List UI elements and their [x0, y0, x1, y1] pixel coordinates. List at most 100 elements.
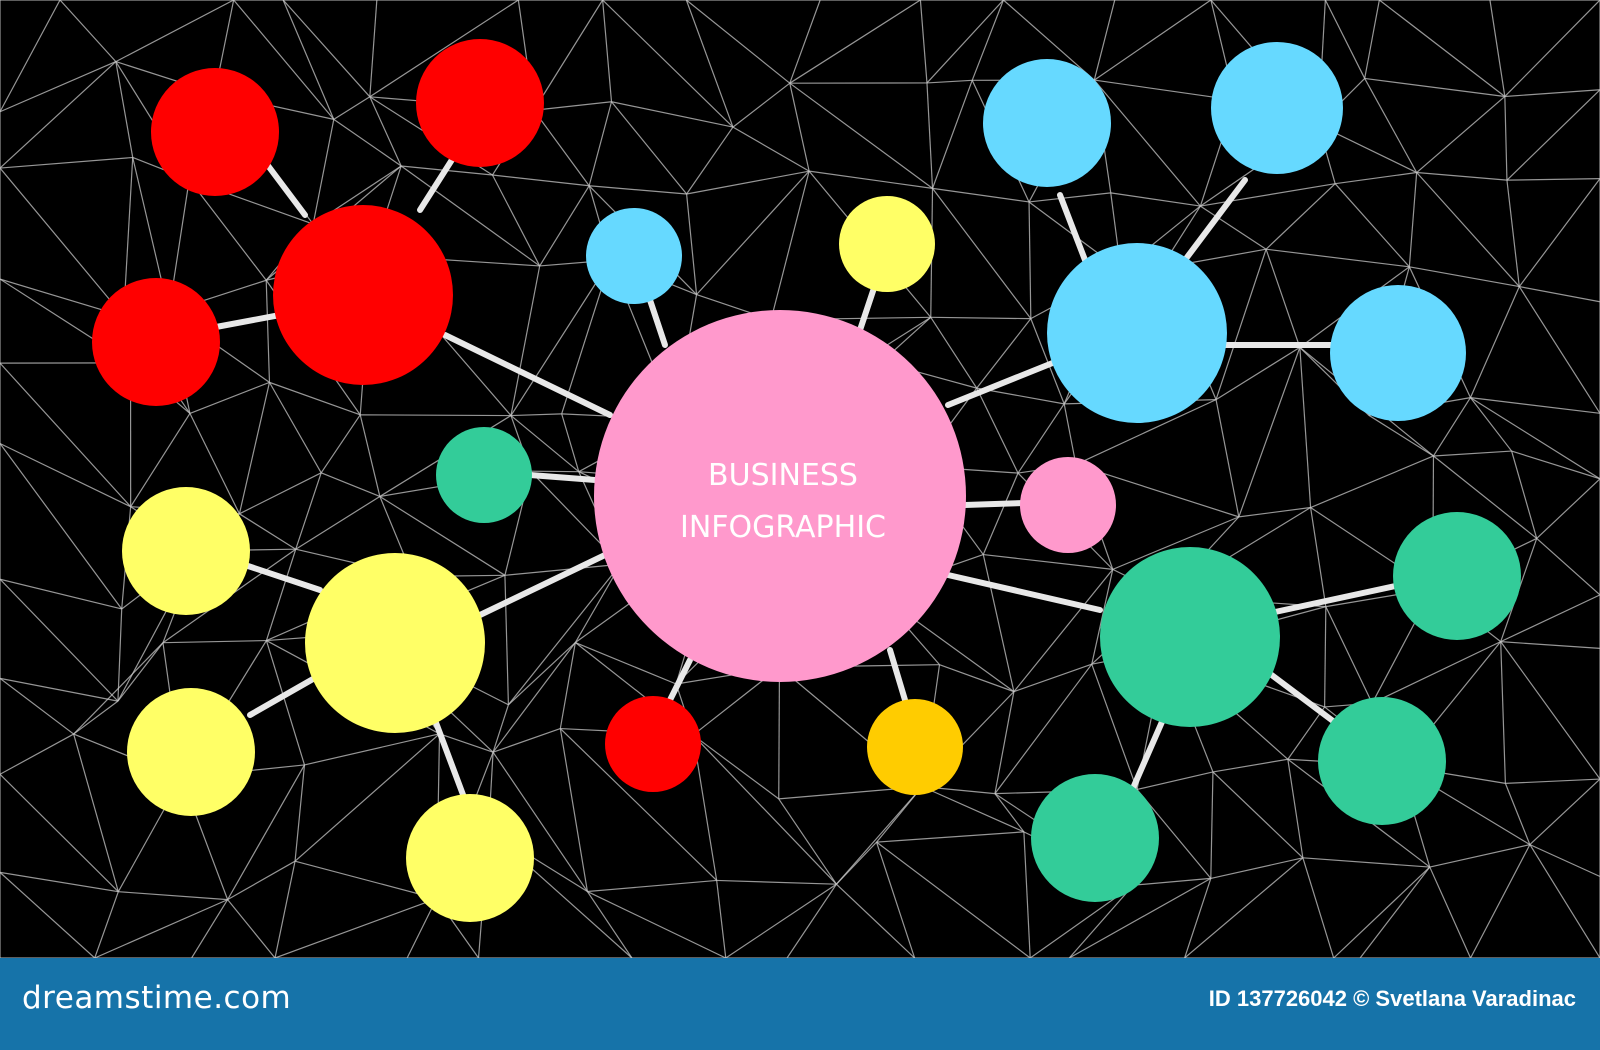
- mesh-line: [189, 381, 270, 414]
- connector-hub-small-red: [667, 657, 693, 703]
- mesh-line: [602, 0, 734, 128]
- mesh-line: [282, 0, 335, 120]
- mesh-line: [1215, 399, 1240, 517]
- mesh-line: [876, 831, 1024, 843]
- mesh-line: [789, 82, 933, 189]
- mesh-line: [588, 101, 613, 186]
- mesh-line: [1091, 569, 1114, 665]
- yellow-satellite-node-3: [406, 794, 534, 922]
- mesh-line: [919, 0, 928, 83]
- mesh-line: [274, 898, 437, 958]
- mesh-line: [510, 259, 612, 416]
- mesh-line: [926, 79, 973, 84]
- mesh-line: [94, 891, 119, 958]
- mesh-line: [265, 280, 271, 383]
- mesh-line: [1529, 778, 1600, 846]
- mesh-line: [1378, 0, 1506, 97]
- mesh-line: [1470, 397, 1600, 480]
- mesh-line: [312, 119, 335, 225]
- connector-yellow-2: [247, 672, 323, 718]
- mesh-line: [789, 0, 821, 84]
- mesh-line: [1091, 663, 1138, 790]
- mesh-line: [0, 677, 119, 702]
- mesh-line: [1536, 537, 1600, 596]
- mesh-line: [94, 899, 228, 958]
- mesh-line: [1506, 178, 1600, 181]
- mesh-line: [1504, 0, 1600, 97]
- mesh-line: [0, 871, 119, 893]
- mesh-line: [994, 793, 1025, 833]
- small-pink-node: [1020, 457, 1116, 553]
- mesh-line: [559, 728, 718, 881]
- mesh-line: [320, 414, 361, 474]
- mesh-line: [1013, 568, 1114, 693]
- mesh-line: [227, 899, 276, 958]
- mesh-line: [295, 472, 322, 550]
- mesh-line: [59, 0, 117, 63]
- mesh-line: [492, 704, 509, 753]
- mesh-line: [1325, 606, 1373, 704]
- connector-green-3: [1127, 712, 1168, 798]
- red-satellite-node-2: [416, 39, 544, 167]
- mesh-line: [1136, 771, 1214, 791]
- hub-title-line-1: BUSINESS: [708, 458, 858, 493]
- brand-wordmark[interactable]: dreamstime.com: [22, 980, 292, 1016]
- mesh-line: [115, 61, 134, 158]
- mesh-line: [0, 578, 122, 610]
- mesh-line: [507, 642, 576, 706]
- mesh-line: [1408, 172, 1418, 267]
- mesh-line: [1505, 778, 1600, 784]
- mesh-line: [1184, 857, 1304, 958]
- mesh-line: [1519, 285, 1600, 303]
- mesh-line: [611, 101, 688, 195]
- mesh-line: [876, 841, 1031, 958]
- mesh-line: [1299, 347, 1312, 508]
- connector-lines: [197, 152, 1403, 803]
- connector-hub-small-blue: [647, 297, 668, 348]
- mesh-line: [1433, 450, 1512, 457]
- small-red-node: [605, 696, 701, 792]
- mesh-line: [1429, 866, 1472, 958]
- green-satellite-node-1: [1393, 512, 1521, 640]
- mesh-line: [1238, 347, 1301, 518]
- mesh-line: [274, 861, 296, 958]
- mesh-line: [809, 170, 933, 189]
- small-blue-node: [586, 208, 682, 304]
- mesh-line: [1075, 399, 1217, 466]
- mesh-line: [0, 156, 133, 169]
- mesh-line: [976, 318, 1032, 389]
- mesh-line: [778, 667, 781, 799]
- mesh-line: [320, 472, 381, 498]
- mesh-line: [1309, 507, 1327, 607]
- mesh-line: [971, 0, 1004, 81]
- mesh-line: [73, 733, 119, 892]
- mesh-line: [932, 188, 1032, 320]
- red-cluster-main-node: [273, 205, 453, 385]
- connector-hub-yellow-cluster: [477, 552, 608, 618]
- mesh-line: [115, 0, 234, 63]
- mesh-line: [1416, 96, 1506, 173]
- mesh-line: [0, 61, 117, 113]
- mesh-line: [1093, 0, 1116, 81]
- mesh-line: [926, 82, 934, 189]
- mesh-line: [162, 639, 267, 644]
- mesh-line: [492, 727, 561, 753]
- nodes: BUSINESS INFOGRAPHIC: [92, 39, 1521, 922]
- mesh-line: [789, 0, 921, 84]
- yellow-satellite-node-2: [127, 688, 255, 816]
- connector-red-2: [417, 152, 458, 213]
- mesh-line: [1416, 171, 1507, 181]
- mesh-line: [1210, 771, 1214, 879]
- mesh-line: [1469, 397, 1513, 452]
- mesh-line: [1368, 414, 1434, 457]
- mesh-line: [1200, 183, 1336, 207]
- small-orange-node: [867, 699, 963, 795]
- mesh-line: [492, 174, 590, 187]
- mesh-line: [295, 495, 381, 550]
- mesh-line: [0, 167, 125, 317]
- mesh-line: [1030, 318, 1065, 405]
- mesh-line: [732, 82, 791, 128]
- mesh-line: [0, 61, 117, 169]
- blue-satellite-node-2: [1211, 42, 1343, 174]
